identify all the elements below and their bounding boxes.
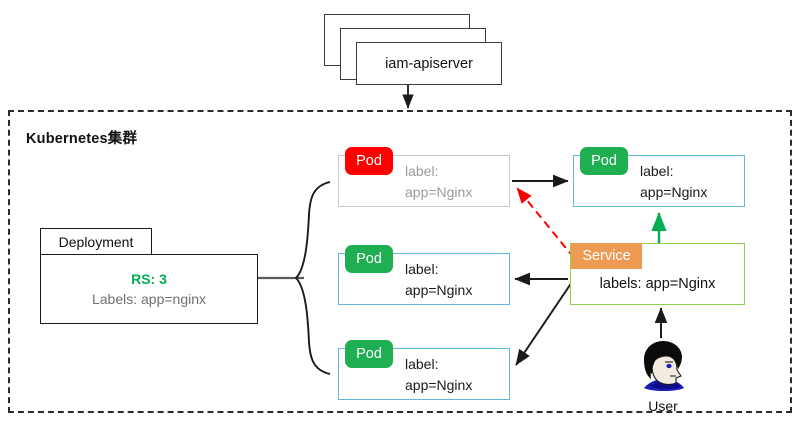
service-tab: Service	[571, 243, 642, 269]
pod-labels-3: label: app=Nginx	[405, 354, 472, 396]
pod-labels-4: label: app=Nginx	[640, 161, 707, 203]
pod-label-line1-4: label:	[640, 163, 674, 179]
user-label: User	[648, 398, 678, 414]
apiserver-label: iam-apiserver	[385, 55, 473, 72]
pod-badge-label-3: Pod	[356, 346, 382, 362]
user-head-icon	[644, 341, 684, 391]
service-box[interactable]: Service labels: app=Nginx	[570, 243, 745, 305]
pod-label-line2-3: app=Nginx	[405, 377, 473, 393]
pod-badge-2: Pod	[345, 245, 393, 273]
deployment-box[interactable]: RS: 3 Labels: app=nginx	[40, 254, 258, 324]
deployment-replica-count: RS: 3	[131, 271, 167, 287]
pod-box-1[interactable]: Pod label: app=Nginx	[338, 147, 510, 207]
deployment-tab[interactable]: Deployment	[40, 228, 152, 255]
pod-badge-3: Pod	[345, 340, 393, 368]
pod-labels-1: label: app=Nginx	[405, 161, 472, 203]
pod-badge-label-1: Pod	[356, 153, 382, 169]
pod-box-2[interactable]: Pod label: app=Nginx	[338, 245, 510, 305]
pod-badge-4: Pod	[580, 147, 628, 175]
service-tab-label: Service	[582, 248, 631, 264]
pod-labels-2: label: app=Nginx	[405, 259, 472, 301]
pod-label-line2-4: app=Nginx	[640, 184, 708, 200]
pod-box-3[interactable]: Pod label: app=Nginx	[338, 340, 510, 400]
apiserver-box[interactable]: iam-apiserver	[356, 42, 502, 85]
pod-badge-label-4: Pod	[591, 153, 617, 169]
deployment-tab-label: Deployment	[58, 233, 134, 250]
pod-label-line2-1: app=Nginx	[405, 184, 473, 200]
pod-box-4[interactable]: Pod label: app=Nginx	[573, 147, 745, 207]
service-labels: labels: app=Nginx	[599, 276, 716, 292]
deployment-labels: Labels: app=nginx	[91, 291, 207, 307]
kubernetes-cluster-boundary	[8, 110, 792, 413]
pod-label-line1-3: label:	[405, 356, 439, 372]
pod-label-line1-1: label:	[405, 163, 439, 179]
pod-badge-1: Pod	[345, 147, 393, 175]
pod-label-line1-2: label:	[405, 261, 439, 277]
pod-badge-label-2: Pod	[356, 251, 382, 267]
pod-label-line2-2: app=Nginx	[405, 282, 473, 298]
cluster-title: Kubernetes集群	[26, 131, 138, 147]
